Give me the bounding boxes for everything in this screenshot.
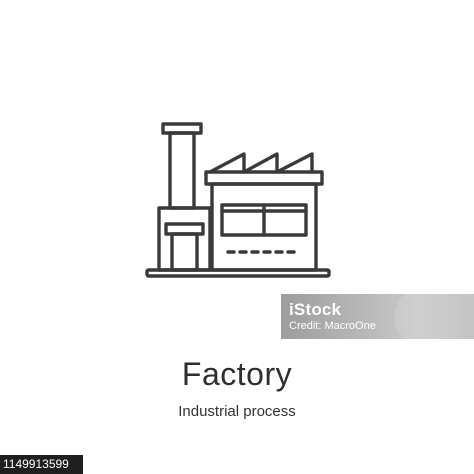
image-id-label: 1149913599 [0, 455, 83, 474]
watermark-shape [394, 294, 474, 339]
chimney-base [157, 206, 212, 272]
icon-title: Factory [181, 356, 293, 392]
stock-watermark: iStock Credit: MacroOne [281, 294, 474, 339]
roof-beam [204, 170, 324, 186]
watermark-credit: Credit: MacroOne [289, 320, 376, 332]
watermark-brand: iStock [289, 300, 342, 319]
chimney-shaft [168, 131, 196, 210]
icon-subtitle: Industrial process [178, 403, 296, 420]
door [170, 232, 199, 272]
sawtooth-roof [208, 152, 314, 174]
